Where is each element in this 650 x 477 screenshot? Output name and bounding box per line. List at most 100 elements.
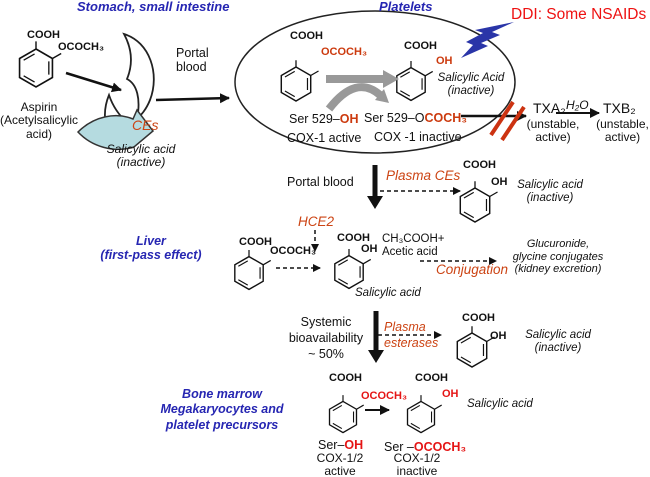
gray-arrow-curved bbox=[325, 83, 383, 112]
cox12-inactive-line2: inactive bbox=[396, 464, 438, 477]
acetic-acid-line2: Acetic acid bbox=[382, 245, 438, 258]
txb2-label: TXB₂ bbox=[603, 100, 636, 116]
products-line3: (kidney excretion) bbox=[514, 263, 602, 276]
plasma-ces-enzyme-label: Plasma CEs bbox=[386, 168, 461, 183]
title-liver-line1: Liver bbox=[136, 234, 166, 248]
portal-salicylic-acid-label: Salicylic acid (inactive) bbox=[510, 179, 590, 205]
platelet-salicylic-oh-label: OH bbox=[436, 55, 453, 67]
platelet-salicylic-acid-label: Salicylic Acid (inactive) bbox=[434, 72, 508, 98]
cox1-inactive-label: COX -1 inactive bbox=[374, 130, 462, 144]
gray-arrow-curved-head bbox=[375, 89, 389, 103]
products-line1: Glucuronide, bbox=[526, 238, 590, 250]
aspirin-name-line1: Aspirin bbox=[20, 100, 58, 114]
systemic-line1: Systemic bbox=[300, 315, 352, 329]
ces-enzyme-label: CEs bbox=[132, 117, 159, 133]
platelet-salicylic-cooh-label: COOH bbox=[404, 40, 437, 52]
benzene-ring-aspirin-liver bbox=[234, 249, 272, 291]
cox1-active-label: COX-1 active bbox=[287, 131, 362, 145]
ser529-oh-label: Ser 529–OH bbox=[289, 112, 358, 126]
arrow-portal-blood bbox=[155, 93, 230, 104]
conjugation-label: Conjugation bbox=[436, 262, 509, 277]
txb2-note: (unstable, active) bbox=[595, 117, 650, 145]
title-liver: Liver (first-pass effect) bbox=[88, 234, 214, 262]
portal-salicylic-line1: Salicylic acid bbox=[517, 179, 583, 191]
benzene-ring-aspirin-stomach bbox=[18, 40, 62, 88]
systemic-salicylic-oh-label: OH bbox=[490, 330, 507, 342]
ser-oh-group: OH bbox=[344, 438, 364, 452]
arrow-aspirin-to-stomach bbox=[65, 71, 122, 93]
arrow-portal-down-head bbox=[367, 196, 383, 209]
stomach-salicylic-line1: Salicylic acid bbox=[106, 142, 176, 156]
systemic-bioavailability-label: Systemic bioavailability ~ 50% bbox=[282, 314, 370, 362]
portal-blood-label-2: Portal blood bbox=[287, 175, 354, 189]
ser-ococh3-group: OCOCH₃ bbox=[413, 440, 467, 454]
title-bone-marrow-line1: Bone marrow bbox=[182, 387, 262, 401]
bonemarrow-salicylic-cooh-label: COOH bbox=[415, 372, 448, 384]
txa2-label: TXA₂ bbox=[533, 100, 566, 116]
benzene-ring-aspirin-bonemarrow bbox=[328, 394, 365, 434]
liver-salicylic-cooh-label: COOH bbox=[337, 232, 370, 244]
hce2-enzyme-label: HCE2 bbox=[298, 214, 335, 229]
cox12-inactive-label: COX-1/2 inactive bbox=[388, 451, 446, 477]
systemic-line2: bioavailability bbox=[288, 331, 364, 345]
txb2-note-line2: active) bbox=[604, 130, 641, 145]
liver-aspirin-ococh3-label: OCOCH₃ bbox=[270, 245, 317, 257]
cox12-active-label: COX-1/2 active bbox=[310, 451, 370, 477]
systemic-salicylic-line1: Salicylic acid bbox=[525, 329, 591, 341]
systemic-salicylic-cooh-label: COOH bbox=[462, 312, 495, 324]
conjugation-products-label: Glucuronide, glycine conjugates (kidney … bbox=[501, 238, 615, 276]
platelet-salicylic-line1: Salicylic Acid bbox=[437, 72, 505, 84]
bonemarrow-salicylic-acid-label: Salicylic acid bbox=[467, 398, 533, 410]
stomach-salicylic-label: Salicylic acid (inactive) bbox=[98, 142, 184, 170]
portal-salicylic-line2: (inactive) bbox=[526, 191, 574, 204]
bonemarrow-aspirin-ococh3-label: OCOCH₃ bbox=[361, 390, 408, 402]
txa2-note-line1: (unstable, bbox=[526, 117, 580, 131]
h2o-label: H₂O bbox=[566, 98, 589, 112]
ser529-oh-group: OH bbox=[339, 112, 359, 126]
ser-ococh3-label: Ser –OCOCH₃ bbox=[384, 440, 466, 454]
txb2-note-line1: (unstable, bbox=[596, 117, 649, 131]
title-platelets: Platelets bbox=[379, 0, 433, 14]
ser-oh-label: Ser–OH bbox=[318, 438, 363, 452]
platelet-salicylic-line2: (inactive) bbox=[447, 84, 495, 97]
ser529-ococh3-prefix: Ser 529–O bbox=[364, 111, 425, 125]
systemic-salicylic-line2: (inactive) bbox=[534, 341, 582, 354]
aspirin-name-line2: (Acetylsalicylic bbox=[0, 113, 78, 128]
cox12-active-line2: active bbox=[324, 464, 356, 477]
platelet-aspirin-ococh3-label: OCOCH₃ bbox=[321, 46, 368, 58]
plasma-esterases-line1: Plasma bbox=[384, 320, 426, 334]
liver-aspirin-cooh-label: COOH bbox=[239, 236, 272, 248]
aspirin-name-line3: acid) bbox=[25, 126, 52, 141]
stomach-aspirin-cooh-label: COOH bbox=[27, 29, 60, 41]
ddi-warning: DDI: Some NSAIDs bbox=[511, 6, 647, 23]
portal-salicylic-cooh-label: COOH bbox=[463, 159, 496, 171]
liver-salicylic-oh-label: OH bbox=[361, 243, 378, 255]
cox12-inactive-line1: COX-1/2 bbox=[393, 451, 441, 465]
benzene-ring-salicylic-systemic bbox=[456, 325, 496, 368]
plasma-esterases-line2: esterases bbox=[384, 336, 439, 351]
ces-ribbon bbox=[76, 108, 155, 151]
benzene-ring-aspirin-platelet bbox=[280, 59, 320, 102]
platelet-ellipse bbox=[234, 10, 516, 154]
title-stomach: Stomach, small intestine bbox=[77, 0, 230, 14]
title-liver-line2: (first-pass effect) bbox=[100, 248, 202, 262]
plasma-esterases-label: Plasma esterases bbox=[384, 319, 438, 352]
portal-blood-line2: blood bbox=[176, 60, 207, 74]
ser529-ococh3-group: COCH₃ bbox=[424, 111, 468, 125]
benzene-ring-salicylic-bonemarrow bbox=[406, 394, 443, 434]
portal-blood-line1: Portal bbox=[176, 46, 209, 60]
cox12-active-line1: COX-1/2 bbox=[316, 451, 364, 465]
systemic-salicylic-acid-label: Salicylic acid (inactive) bbox=[516, 329, 600, 355]
aspirin-name-label: Aspirin (Acetylsalicylic acid) bbox=[0, 100, 81, 141]
stomach-salicylic-line2: (inactive) bbox=[116, 155, 166, 170]
benzene-ring-salicylic-platelet bbox=[396, 60, 434, 102]
arrow-systemic-down-head bbox=[368, 350, 384, 363]
acetic-acid-line1: CH₃COOH+ bbox=[382, 233, 445, 245]
stomach-shape-large bbox=[122, 32, 155, 122]
ser-ococh3-prefix: Ser – bbox=[384, 440, 414, 454]
title-bone-marrow-line3: platelet precursors bbox=[165, 417, 279, 432]
ser529-ococh3-label: Ser 529–OCOCH₃ bbox=[364, 111, 467, 125]
bonemarrow-salicylic-oh-label: OH bbox=[442, 388, 459, 400]
